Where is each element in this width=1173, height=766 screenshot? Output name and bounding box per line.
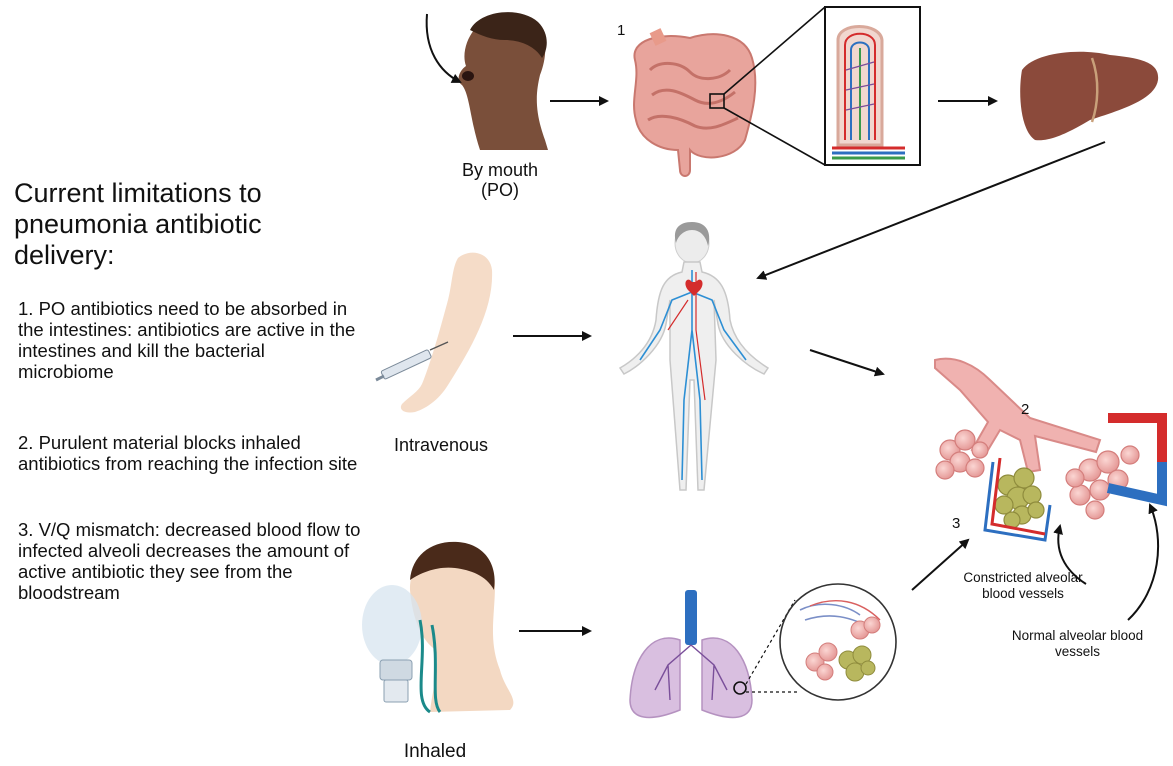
route-label-oral-line1: By mouth — [440, 160, 560, 180]
marker-2: 2 — [1021, 401, 1029, 418]
marker-3: 3 — [952, 515, 960, 532]
ingest-arrow — [427, 14, 460, 82]
route-label-oral: By mouth (PO) — [440, 160, 560, 200]
route-label-inhaled: Inhaled — [380, 742, 490, 762]
inhaler-mask-person-icon — [362, 542, 513, 712]
intestine-icon — [634, 28, 755, 176]
alveoli-lung-icon — [935, 359, 1162, 540]
limitation-vq-mismatch: 3. V/Q mismatch: decreased blood flow to… — [18, 519, 363, 603]
label-constricted-vessels: Constricted alveolar blood vessels — [948, 570, 1098, 602]
label-normal-vessels: Normal alveolar blood vessels — [1005, 628, 1150, 660]
arrow-normal-pointer — [1128, 505, 1158, 620]
arrow-liver-to-circulation — [758, 142, 1105, 278]
villus-inset-icon — [825, 7, 920, 165]
limitation-purulent-blockage: 2. Purulent material blocks inhaled anti… — [18, 432, 363, 474]
circulatory-body-icon — [620, 222, 768, 490]
arm-syringe-icon — [376, 253, 492, 413]
route-label-intravenous: Intravenous — [376, 435, 506, 455]
alveoli-magnified-icon — [780, 584, 896, 700]
marker-1: 1 — [617, 22, 625, 39]
limitation-po-absorption: 1. PO antibiotics need to be absorbed in… — [18, 298, 363, 382]
lungs-icon — [630, 590, 752, 717]
arrow-body-to-alveoli — [810, 350, 883, 374]
route-label-oral-line2: (PO) — [440, 180, 560, 200]
liver-icon — [1020, 52, 1158, 141]
head-profile-icon — [459, 12, 548, 150]
panel-heading: Current limitations to pneumonia antibio… — [14, 178, 344, 271]
